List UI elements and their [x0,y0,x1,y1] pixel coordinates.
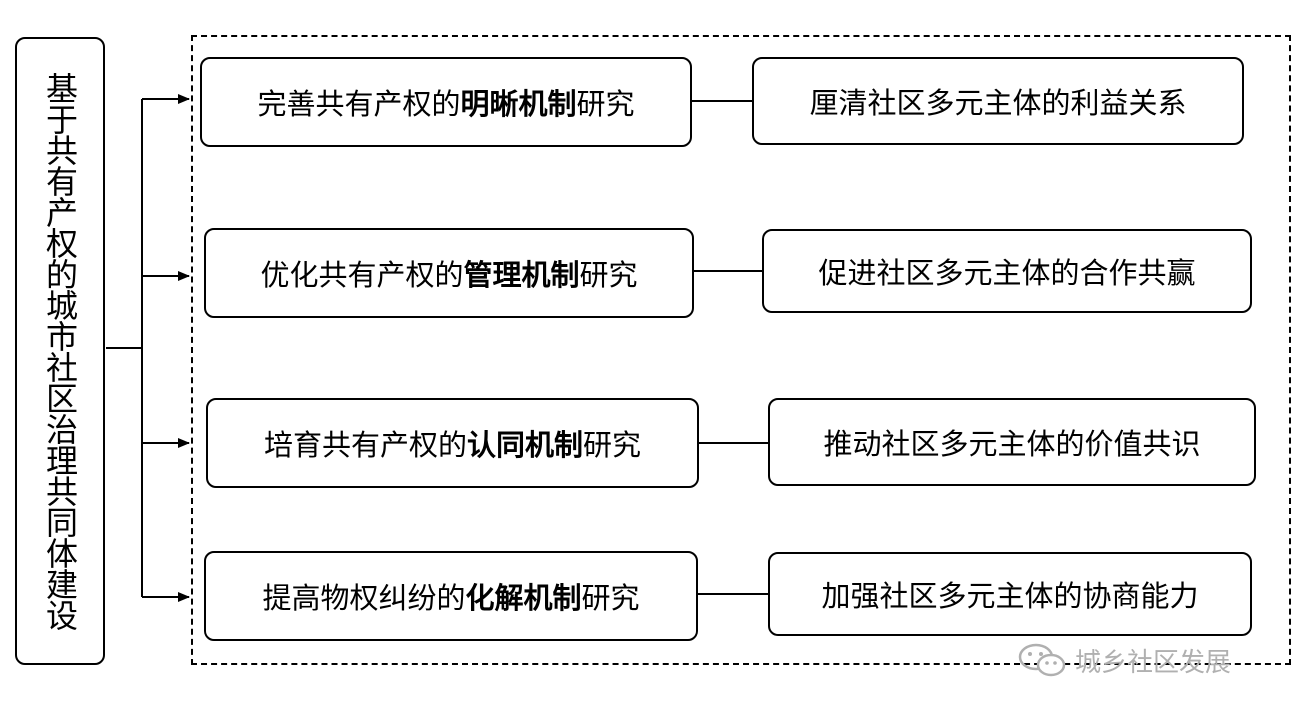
goal-text: 推动社区多元主体的价值共识 [823,427,1201,461]
watermark-text: 城乡社区发展 [1075,647,1232,678]
research-suffix: 研究 [576,87,635,121]
research-suffix: 研究 [581,581,640,615]
research-bold: 明晰机制 [460,87,577,121]
wechat-icon [1018,643,1066,677]
goal-box-4: 加强社区多元主体的协商能力 [768,552,1252,636]
goal-box-2: 促进社区多元主体的合作共赢 [762,229,1252,313]
research-bold: 化解机制 [465,581,582,615]
goal-text: 加强社区多元主体的协商能力 [821,579,1199,613]
research-prefix: 完善共有产权的 [257,87,461,121]
research-box-4: 提高物权纠纷的化解机制研究 [204,551,698,641]
research-box-3: 培育共有产权的认同机制研究 [206,398,699,488]
root-title: 基于共有产权的城市社区治理共同体建设 [41,72,79,630]
root-node: 基于共有产权的城市社区治理共同体建设 [15,37,105,665]
research-prefix: 培育共有产权的 [263,428,467,462]
research-prefix: 优化共有产权的 [260,258,464,292]
research-bold: 认同机制 [466,428,583,462]
research-box-2: 优化共有产权的管理机制研究 [204,228,694,318]
goal-text: 促进社区多元主体的合作共赢 [818,256,1196,290]
goal-text: 厘清社区多元主体的利益关系 [809,86,1187,120]
goal-box-3: 推动社区多元主体的价值共识 [768,398,1256,486]
research-bold: 管理机制 [463,258,580,292]
research-group-frame [191,35,1291,665]
research-box-1: 完善共有产权的明晰机制研究 [200,57,692,147]
research-suffix: 研究 [583,428,642,462]
research-suffix: 研究 [579,258,638,292]
research-prefix: 提高物权纠纷的 [262,581,466,615]
goal-box-1: 厘清社区多元主体的利益关系 [752,57,1244,145]
watermark: 城乡社区发展 [1017,640,1231,680]
